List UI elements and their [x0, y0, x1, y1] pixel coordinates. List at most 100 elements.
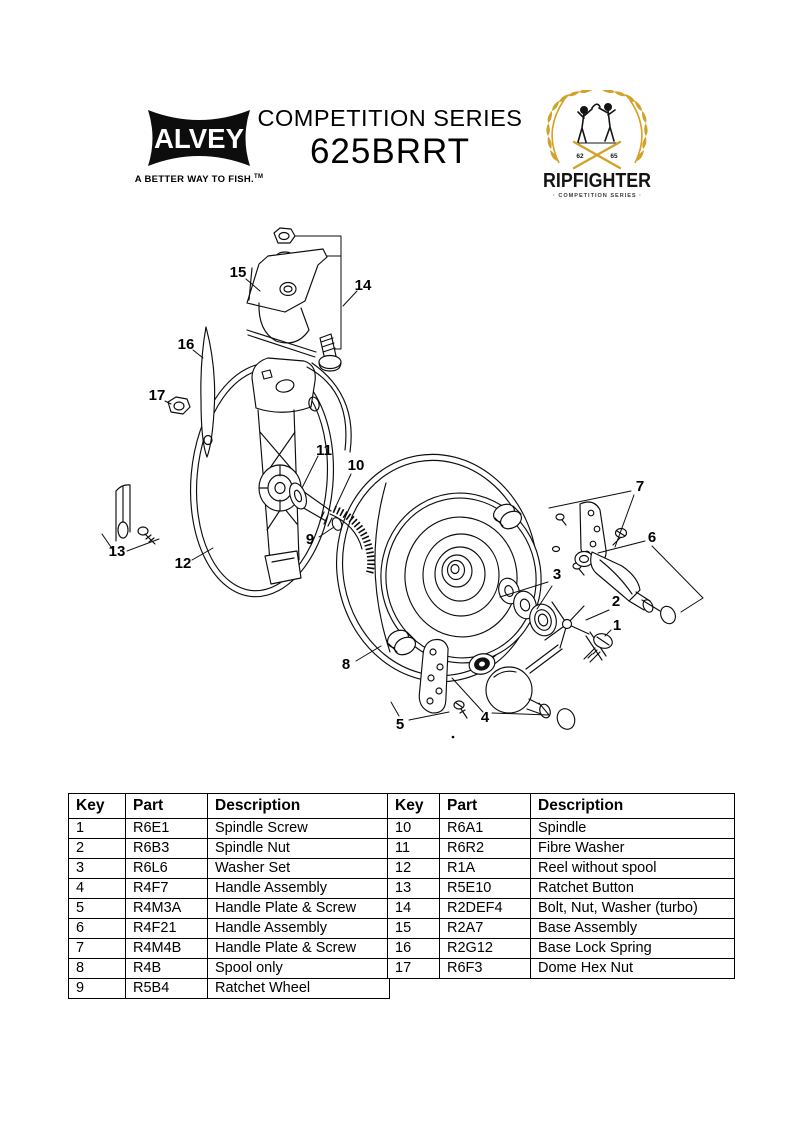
- callout-14: 14: [355, 277, 372, 294]
- trademark-symbol: TM: [254, 174, 264, 180]
- ripfighter-crest: 62 65 RIPFIGHTER · COMPETITION SERIES ·: [543, 90, 651, 199]
- callout-13: 13: [109, 543, 126, 560]
- desc-cell: Base Lock Spring: [530, 938, 735, 959]
- part-10-spindle: [294, 488, 343, 531]
- part-cell: R2G12: [439, 938, 531, 959]
- key-cell: 7: [68, 938, 126, 959]
- callout-2: 2: [612, 593, 620, 610]
- part-17-dome-hex-nut: [167, 396, 191, 415]
- callout-7: 7: [636, 478, 644, 495]
- alvey-logo: ALVEY: [148, 110, 250, 166]
- table-header-row: Key Part Description: [68, 793, 390, 819]
- model-number: 625BRRT: [309, 132, 471, 171]
- callout-10: 10: [348, 457, 365, 474]
- laurel-wreath-right: [602, 90, 648, 163]
- part-4-handle-assembly: [468, 653, 576, 730]
- part-cell: R6E1: [125, 818, 208, 839]
- part-cell: R6R2: [439, 838, 531, 859]
- part-cell: R4M4B: [125, 938, 208, 959]
- desc-cell: Handle Assembly: [207, 918, 390, 939]
- part-15-base-assembly: [246, 248, 328, 358]
- part-cell: R4F7: [125, 878, 208, 899]
- desc-cell: Bolt, Nut, Washer (turbo): [530, 898, 735, 919]
- desc-cell: Spool only: [207, 958, 390, 979]
- desc-cell: Handle Plate & Screw: [207, 898, 390, 919]
- desc-cell: Base Assembly: [530, 918, 735, 939]
- col-header-desc: Description: [207, 793, 390, 819]
- part-11-fibre-washer: [288, 482, 308, 510]
- callout-9: 9: [306, 531, 314, 548]
- key-cell: 2: [68, 838, 126, 859]
- key-cell: 3: [68, 858, 126, 879]
- col-header-key: Key: [387, 793, 440, 819]
- part-9-ratchet-wheel: [329, 505, 375, 577]
- key-cell: 14: [387, 898, 440, 919]
- callout-5: 5: [396, 716, 404, 733]
- series-title: COMPETITION SERIES: [257, 105, 523, 131]
- anglers-illustration: [576, 103, 618, 144]
- desc-cell: Fibre Washer: [530, 838, 735, 859]
- desc-cell: Spindle Nut: [207, 838, 390, 859]
- part-cell: R1A: [439, 858, 531, 879]
- key-cell: 11: [387, 838, 440, 859]
- desc-cell: Spindle Screw: [207, 818, 390, 839]
- part-cell: R2A7: [439, 918, 531, 939]
- part-2-spindle-nut: [525, 601, 607, 674]
- callout-6: 6: [648, 529, 656, 546]
- key-cell: 13: [387, 878, 440, 899]
- key-cell: 12: [387, 858, 440, 879]
- callout-15: 15: [230, 264, 247, 281]
- alvey-badge-shape: [148, 110, 250, 166]
- speck: [451, 735, 455, 739]
- part-cell: R6B3: [125, 838, 208, 859]
- part-5-handle-plate-screw: [418, 638, 468, 719]
- part-16-base-lock-spring: [200, 326, 216, 458]
- part-cell: R6L6: [125, 858, 208, 879]
- key-cell: 10: [387, 818, 440, 839]
- callout-17: 17: [149, 387, 166, 404]
- crest-right-number: 65: [610, 153, 618, 160]
- key-cell: 17: [387, 958, 440, 979]
- key-cell: 15: [387, 918, 440, 939]
- part-13-ratchet-button: [115, 484, 156, 545]
- part-cell: R5E10: [439, 878, 531, 899]
- part-3-washer-set: [498, 577, 557, 637]
- crest-left-number: 62: [576, 153, 584, 160]
- part-14-bolt-nut-washer: [273, 227, 342, 372]
- key-cell: 4: [68, 878, 126, 899]
- laurel-wreath-left: [545, 90, 593, 164]
- title-block: COMPETITION SERIES 625BRRT: [250, 105, 530, 170]
- callout-12: 12: [175, 555, 192, 572]
- crest-subtitle: · COMPETITION SERIES ·: [553, 193, 641, 199]
- key-cell: 1: [68, 818, 126, 839]
- key-cell: 5: [68, 898, 126, 919]
- table-header-row: Key Part Description: [387, 793, 735, 819]
- desc-cell: Washer Set: [207, 858, 390, 879]
- key-cell: 9: [68, 978, 126, 999]
- col-header-part: Part: [125, 793, 208, 819]
- desc-cell: Spindle: [530, 818, 735, 839]
- part-cell: R4F21: [125, 918, 208, 939]
- callout-16: 16: [178, 336, 195, 353]
- callout-1: 1: [613, 617, 621, 634]
- callout-4: 4: [481, 709, 490, 726]
- desc-cell: Ratchet Button: [530, 878, 735, 899]
- callout-11: 11: [316, 442, 332, 459]
- alvey-wordmark: ALVEY: [154, 123, 244, 154]
- part-cell: R6A1: [439, 818, 531, 839]
- ripfighter-wordmark: RIPFIGHTER: [543, 170, 651, 192]
- key-cell: 6: [68, 918, 126, 939]
